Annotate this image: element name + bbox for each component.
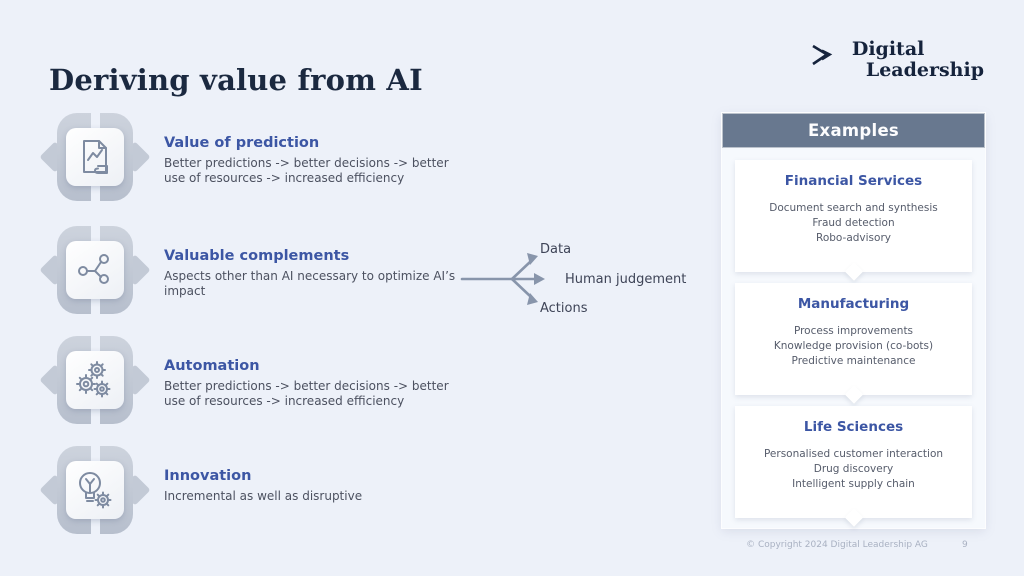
network-nodes-icon bbox=[66, 241, 124, 299]
list-item-valuable-complements: Valuable complements Aspects other than … bbox=[39, 224, 464, 316]
card-line: Predictive maintenance bbox=[791, 355, 916, 368]
logo-line2: Leadership bbox=[865, 59, 984, 81]
page-title: Deriving value from AI bbox=[49, 63, 423, 98]
copyright-text: © Copyright 2024 Digital Leadership AG bbox=[746, 540, 928, 550]
example-card-life-sciences: Life Sciences Personalised customer inte… bbox=[735, 406, 972, 518]
examples-panel-header: Examples bbox=[722, 113, 985, 148]
lightbulb-gear-icon bbox=[66, 461, 124, 519]
item-text: Automation Better predictions -> better … bbox=[164, 336, 464, 410]
item-text: Valuable complements Aspects other than … bbox=[164, 226, 464, 300]
card-line: Fraud detection bbox=[812, 217, 895, 230]
fork-label-actions: Actions bbox=[540, 301, 588, 316]
examples-panel: Examples Financial Services Document sea… bbox=[722, 113, 985, 528]
item-body: Incremental as well as disruptive bbox=[164, 489, 363, 503]
icon-badge bbox=[39, 111, 151, 203]
list-item-automation: Automation Better predictions -> better … bbox=[39, 334, 464, 426]
list-item-innovation: Innovation Incremental as well as disrup… bbox=[39, 444, 464, 536]
card-line: Process improvements bbox=[793, 325, 914, 337]
card-title: Manufacturing bbox=[797, 296, 910, 312]
icon-badge bbox=[39, 334, 151, 426]
page-number: 9 bbox=[962, 540, 968, 550]
item-heading: Value of prediction bbox=[164, 135, 320, 151]
card-title: Life Sciences bbox=[803, 419, 904, 435]
card-line: Robo-advisory bbox=[816, 232, 891, 245]
item-body: Aspects other than AI necessary to optim… bbox=[164, 269, 456, 299]
examples-panel-title: Examples bbox=[807, 121, 900, 140]
examples-panel-body: Financial Services Document search and s… bbox=[722, 148, 985, 541]
logo-wordmark: Digital Leadership bbox=[852, 40, 984, 80]
example-card-financial-services: Financial Services Document search and s… bbox=[735, 160, 972, 272]
item-heading: Valuable complements bbox=[164, 248, 350, 264]
item-text: Innovation Incremental as well as disrup… bbox=[164, 446, 464, 504]
card-line: Intelligent supply chain bbox=[792, 478, 915, 491]
card-line: Document search and synthesis bbox=[769, 202, 938, 214]
item-heading: Innovation bbox=[164, 468, 252, 484]
item-body: Better predictions -> better decisions -… bbox=[164, 156, 449, 186]
fork-arrows-diagram bbox=[460, 253, 545, 305]
icon-badge bbox=[39, 224, 151, 316]
fork-label-data: Data bbox=[540, 242, 572, 257]
fork-label-human-judgement: Human judgement bbox=[565, 272, 687, 287]
document-chart-icon bbox=[66, 128, 124, 186]
card-line: Knowledge provision (co-bots) bbox=[773, 340, 934, 353]
card-title: Financial Services bbox=[784, 173, 923, 189]
card-line: Personalised customer interaction bbox=[763, 448, 944, 460]
item-body: Better predictions -> better decisions -… bbox=[164, 379, 449, 409]
item-heading: Automation bbox=[164, 358, 260, 374]
icon-badge bbox=[39, 444, 151, 536]
company-logo: Digital Leadership bbox=[810, 40, 984, 80]
list-item-value-of-prediction: Value of prediction Better predictions -… bbox=[39, 111, 464, 203]
gears-icon bbox=[66, 351, 124, 409]
example-card-manufacturing: Manufacturing Process improvements Knowl… bbox=[735, 283, 972, 395]
logo-line1: Digital bbox=[851, 38, 925, 60]
double-chevron-right-icon bbox=[810, 43, 840, 73]
card-line: Drug discovery bbox=[813, 463, 894, 476]
item-text: Value of prediction Better predictions -… bbox=[164, 113, 464, 187]
